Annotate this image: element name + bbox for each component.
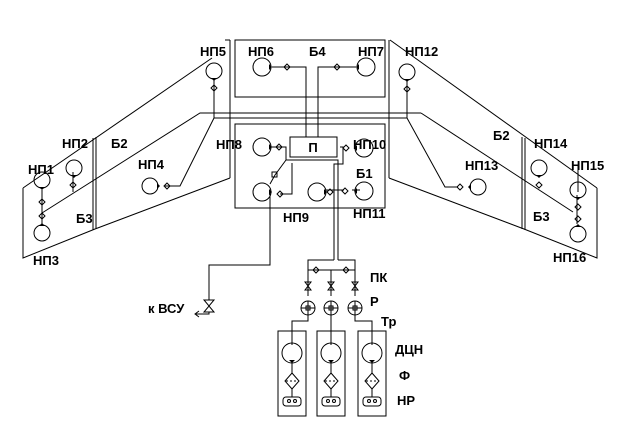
label-np15: НП15 xyxy=(571,158,604,173)
label-b2-right: Б2 xyxy=(493,128,510,143)
label-np11: НП11 xyxy=(353,206,385,221)
label-np5: НП5 xyxy=(200,44,226,59)
label-np16: НП16 xyxy=(553,250,586,265)
label-centrifugal-pump: ДЦН xyxy=(395,342,423,357)
label-np8: НП8 xyxy=(216,137,242,152)
feed-pipes xyxy=(291,315,373,345)
shutoff-valve-icons xyxy=(304,281,359,291)
label-b3-left: Б3 xyxy=(76,211,93,226)
label-np7: НП7 xyxy=(358,44,384,59)
pump-np11[interactable] xyxy=(354,181,374,201)
label-np3: НП3 xyxy=(33,253,59,268)
label-rotary-pump: НР xyxy=(397,393,415,408)
label-b4: Б4 xyxy=(309,44,326,59)
pump-np3[interactable] xyxy=(33,224,51,242)
label-b1: Б1 xyxy=(356,166,373,181)
b4-pipes xyxy=(272,66,356,137)
pump-np9b[interactable] xyxy=(307,182,327,202)
label-np13: НП13 xyxy=(465,158,498,173)
label-apu: к ВСУ xyxy=(148,301,185,316)
label-manifold: П xyxy=(308,140,317,155)
label-b2-left: Б2 xyxy=(111,136,128,151)
pump-np14[interactable] xyxy=(530,159,548,177)
pump-np2[interactable] xyxy=(65,159,83,177)
pump-np13[interactable] xyxy=(469,178,487,196)
pump-arrow-icons xyxy=(39,64,581,227)
check-valve-icons xyxy=(38,63,582,223)
flowmeter-icons xyxy=(300,300,363,316)
label-np9: НП9 xyxy=(283,210,309,225)
label-pipeline: Тр xyxy=(381,314,396,329)
label-np1: НП1 xyxy=(28,162,54,177)
b1-pipes xyxy=(208,146,360,300)
right-wing-outline xyxy=(388,39,598,259)
pump-np8[interactable] xyxy=(252,137,272,157)
label-check-valves: ПК xyxy=(370,270,387,285)
label-np12: НП12 xyxy=(405,44,438,59)
label-np4: НП4 xyxy=(138,157,165,172)
pump-np12[interactable] xyxy=(398,63,416,81)
fuselage-rails xyxy=(200,112,421,119)
pump-np5[interactable] xyxy=(205,62,223,80)
label-filter: Ф xyxy=(399,368,410,383)
tank-b4 xyxy=(234,39,386,98)
pump-unit-3 xyxy=(357,330,387,417)
pump-unit-2 xyxy=(316,330,346,417)
pump-np6[interactable] xyxy=(252,57,272,77)
pump-np7[interactable] xyxy=(356,57,376,77)
tank-b1 xyxy=(234,123,386,209)
pump-unit-1 xyxy=(277,330,307,417)
manifold-block xyxy=(289,136,338,158)
label-np2: НП2 xyxy=(62,136,88,151)
pump-np9[interactable] xyxy=(252,182,272,202)
label-flowmeters: Р xyxy=(370,294,379,309)
label-np6: НП6 xyxy=(248,44,274,59)
pump-np16[interactable] xyxy=(569,225,587,243)
apu-valve-icon xyxy=(194,299,216,318)
label-np14: НП14 xyxy=(534,136,568,151)
distribution-manifold xyxy=(307,259,356,296)
label-np10: НП10 xyxy=(353,137,386,152)
label-b3-right: Б3 xyxy=(533,209,550,224)
pump-np4[interactable] xyxy=(141,177,159,195)
